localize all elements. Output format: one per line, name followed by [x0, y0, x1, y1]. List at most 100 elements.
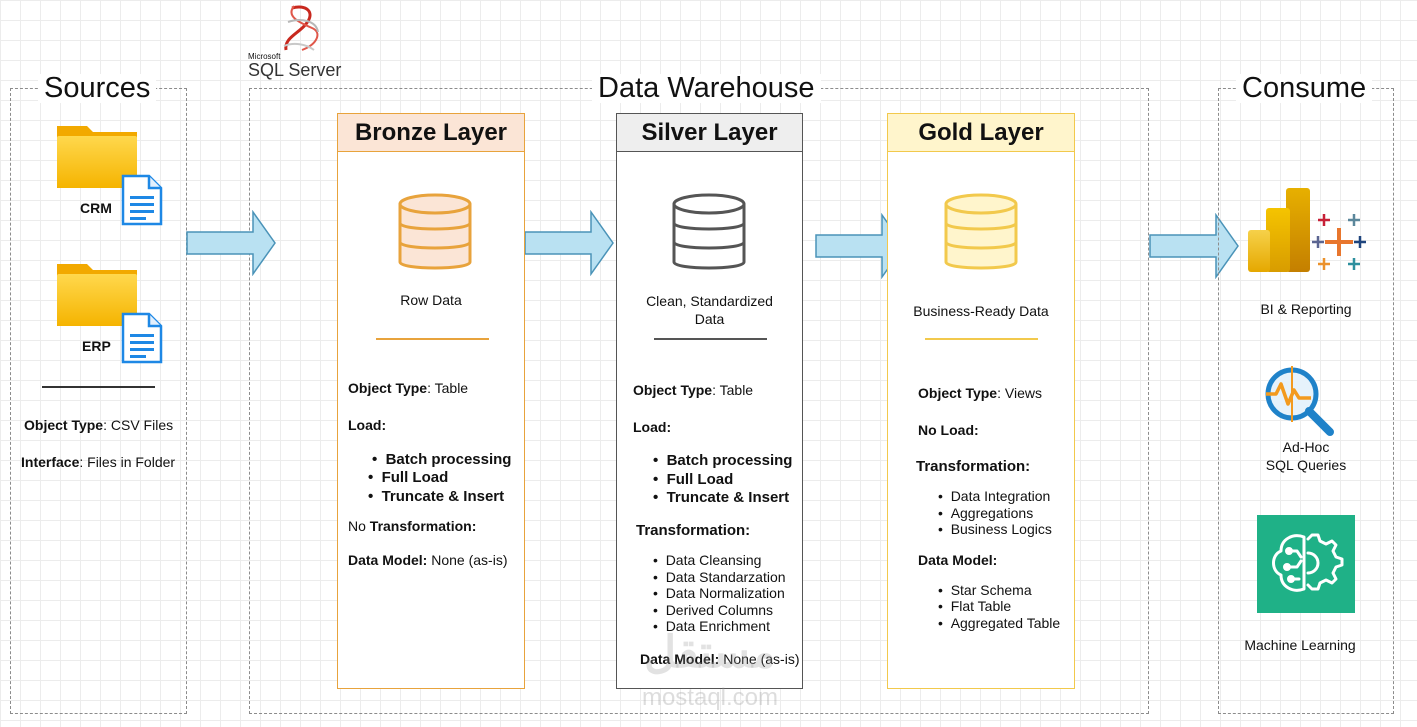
gold-caption: Business-Ready Data	[913, 303, 1049, 319]
gold-data-model-item: • Flat Table	[938, 598, 1012, 614]
bronze-transformation: No Transformation:	[348, 518, 476, 535]
bronze-load-item: • Truncate & Insert	[368, 488, 505, 505]
bronze-object-type: Object Type: Table	[348, 380, 468, 397]
gold-object-type: Object Type: Views	[918, 385, 1042, 402]
crm-label: CRM	[80, 200, 112, 216]
sources-interface-value: : Files in Folder	[79, 454, 176, 470]
silver-transformation-item-text: Data Enrichment	[665, 618, 770, 634]
folder-icon	[57, 126, 137, 188]
silver-object-type: Object Type: Table	[633, 382, 753, 399]
bronze-transformation-label: Transformation:	[369, 518, 477, 534]
silver-load-item: • Truncate & Insert	[653, 489, 790, 506]
gold-transformation-item-text: Business Logics	[950, 521, 1052, 537]
sql-server-swirl-icon	[283, 5, 319, 51]
document-icon	[121, 312, 163, 364]
gold-transformation-item-text: Data Integration	[950, 488, 1051, 504]
database-icon	[672, 193, 746, 270]
bronze-load-label: Load:	[348, 417, 387, 433]
bronze-no-word: No	[348, 518, 370, 534]
gold-data-model-item-text: Star Schema	[950, 582, 1032, 598]
sources-interface-key: Interface	[21, 454, 80, 470]
machine-learning-label: Machine Learning	[1244, 637, 1356, 653]
sql-server-logo: Microsoft SQL Server	[246, 2, 346, 80]
silver-transformation-label: Transformation:	[636, 522, 751, 539]
silver-transformation-item-text: Derived Columns	[665, 602, 774, 618]
gold-divider	[925, 338, 1038, 340]
sources-divider	[42, 386, 155, 388]
silver-load-item: • Batch processing	[653, 452, 793, 469]
watermark-arabic: مستقل	[644, 628, 776, 677]
silver-transformation-item: • Derived Columns	[653, 602, 774, 618]
silver-transformation-item: • Data Normalization	[653, 585, 785, 601]
silver-load-item: • Full Load	[653, 471, 734, 488]
silver-caption-line2: Data	[694, 311, 725, 327]
sources-object-type: Object Type: CSV Files	[24, 417, 173, 434]
silver-object-type-value: : Table	[712, 382, 754, 398]
watermark-latin: mostaql.com	[641, 684, 779, 711]
magnifier-chart-icon[interactable]	[1262, 364, 1336, 438]
bronze-object-type-value: : Table	[427, 380, 469, 396]
bronze-caption: Row Data	[400, 292, 462, 308]
silver-transformation-item: • Data Enrichment	[653, 618, 770, 634]
silver-data-model-value: None (as-is)	[719, 651, 800, 667]
sql-server-product: SQL Server	[248, 60, 342, 80]
bronze-layer-title: Bronze Layer	[338, 114, 524, 152]
powerbi-icon	[1248, 188, 1310, 272]
gold-data-model-item-text: Flat Table	[950, 598, 1012, 614]
gold-data-model-item: • Aggregated Table	[938, 615, 1061, 631]
flow-arrow-gold-consume	[1149, 213, 1239, 279]
silver-data-model: Data Model: None (as-is)	[640, 651, 799, 668]
silver-transformation-item-text: Data Cleansing	[665, 552, 762, 568]
silver-transformation-item: • Data Cleansing	[653, 552, 762, 568]
folder-icon	[57, 264, 137, 326]
silver-transformation-item: • Data Standarzation	[653, 569, 786, 585]
tableau-icon	[1312, 214, 1366, 270]
gold-transformation-item-text: Aggregations	[950, 505, 1034, 521]
warehouse-title: Data Warehouse	[592, 74, 821, 103]
adhoc-label-line1: Ad-Hoc	[1282, 439, 1330, 455]
database-icon	[944, 193, 1018, 270]
adhoc-label-line2: SQL Queries	[1265, 457, 1347, 473]
silver-object-type-key: Object Type	[633, 382, 713, 398]
document-icon	[121, 174, 163, 226]
bronze-divider	[376, 338, 489, 340]
bronze-load-item: • Full Load	[368, 469, 449, 486]
gold-transformation-item: • Aggregations	[938, 505, 1034, 521]
silver-caption-line1: Clean, Standardized	[646, 293, 773, 309]
silver-layer-title: Silver Layer	[617, 114, 802, 152]
crm-source[interactable]: CRM	[55, 122, 165, 226]
gold-object-type-value: : Views	[997, 385, 1042, 401]
silver-transformation-item-text: Data Standarzation	[665, 569, 786, 585]
gold-transformation-item: • Data Integration	[938, 488, 1051, 504]
gold-object-type-key: Object Type	[918, 385, 998, 401]
sources-interface: Interface: Files in Folder	[21, 454, 175, 471]
flow-arrow-bronze-silver	[524, 210, 614, 276]
sources-title: Sources	[38, 74, 157, 103]
gold-data-model-item: • Star Schema	[938, 582, 1032, 598]
bronze-data-model-value: None (as-is)	[427, 552, 508, 568]
sources-object-type-key: Object Type	[24, 417, 104, 433]
bronze-load-item: • Batch processing	[372, 451, 512, 468]
bi-reporting-tool[interactable]	[1246, 186, 1368, 276]
sources-object-type-value: : CSV Files	[103, 417, 174, 433]
brain-gear-icon	[1272, 533, 1344, 592]
bronze-load-item-text: Full Load	[381, 469, 449, 486]
gold-no-load: No Load:	[918, 422, 979, 438]
silver-transformation-item-text: Data Normalization	[665, 585, 785, 601]
bi-reporting-label: BI & Reporting	[1260, 301, 1352, 317]
silver-load-item-text: Full Load	[666, 471, 734, 488]
silver-data-model-label: Data Model:	[640, 651, 720, 667]
machine-learning-tool[interactable]	[1257, 515, 1355, 613]
erp-label: ERP	[82, 338, 111, 354]
gold-transformation-item: • Business Logics	[938, 521, 1052, 537]
gold-data-model-label: Data Model:	[918, 552, 998, 568]
bronze-load-item-text: Truncate & Insert	[381, 488, 505, 505]
gold-transformation-label: Transformation:	[916, 458, 1031, 475]
flow-arrow-sources-bronze	[186, 210, 276, 276]
consume-title: Consume	[1236, 74, 1373, 103]
erp-source[interactable]: ERP	[55, 260, 165, 364]
bronze-load-item-text: Batch processing	[385, 451, 512, 468]
sql-server-vendor: Microsoft	[248, 52, 281, 61]
bronze-object-type-key: Object Type	[348, 380, 428, 396]
bronze-data-model-label: Data Model:	[348, 552, 428, 568]
